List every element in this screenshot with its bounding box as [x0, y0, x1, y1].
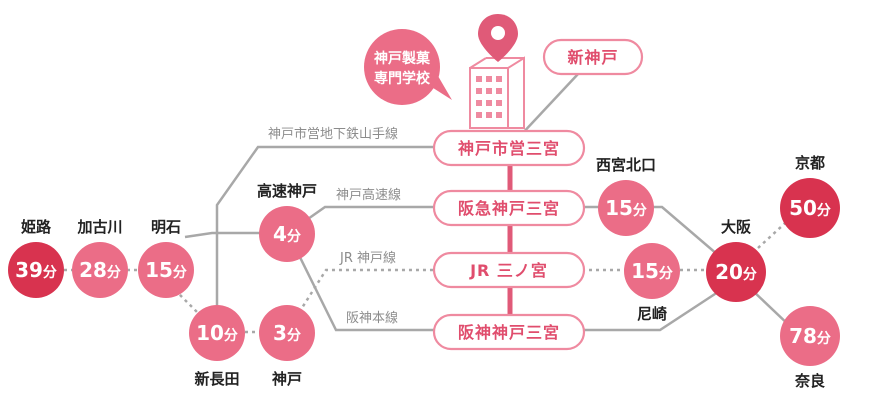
travel-time-unit: 分	[287, 229, 301, 245]
place-name: 姫路	[21, 218, 52, 236]
travel-time-unit: 分	[173, 265, 187, 281]
destination-himeji: 39分 姫路	[8, 218, 64, 298]
travel-time: 78分	[789, 324, 831, 348]
destination-circle	[259, 206, 315, 262]
destination-circle	[259, 305, 315, 361]
travel-time-unit: 分	[107, 265, 121, 281]
travel-time-unit: 分	[659, 266, 673, 282]
place-name: 新長田	[194, 370, 239, 388]
destination-circle	[138, 242, 194, 298]
travel-time-minutes: 10	[196, 321, 224, 345]
station-sannomiya-subway: 神戸市営三宮	[432, 129, 586, 167]
station-hanshin-sannomiya-label: 阪神神戸三宮	[458, 323, 560, 342]
travel-time-unit: 分	[743, 267, 757, 283]
station-sannomiya-subway-label: 神戸市営三宮	[458, 139, 560, 158]
school-marker: 神戸製菓 専門学校	[364, 14, 525, 129]
jr-line-label: JR 神戸線	[339, 250, 396, 266]
place-name: 奈良	[794, 372, 825, 390]
place-name: 神戸	[272, 370, 302, 388]
place-name: 高速神戸	[257, 182, 317, 200]
route-lines	[36, 73, 796, 334]
osaka-kyoto-line	[757, 213, 796, 249]
school-bubble	[364, 29, 440, 105]
travel-time: 15分	[145, 258, 187, 282]
travel-time: 3分	[273, 321, 301, 345]
travel-time: 39分	[15, 258, 57, 282]
travel-time-minutes: 4	[273, 222, 287, 246]
destination-nishinomiya-kitaguchi: 15分 西宮北口	[596, 156, 656, 236]
destination-akashi: 15分 明石	[138, 218, 194, 298]
subway-line-label: 神戸市営地下鉄山手線	[268, 126, 398, 142]
destination-circle	[189, 305, 245, 361]
travel-time: 50分	[789, 196, 831, 220]
station-hankyu-sannomiya-label: 阪急神戸三宮	[458, 199, 560, 218]
station-jr-sannomiya-label: JR 三ノ宮	[469, 261, 548, 280]
travel-time-minutes: 3	[273, 321, 287, 345]
destination-circle	[598, 180, 654, 236]
travel-time-minutes: 78	[789, 324, 817, 348]
travel-time-minutes: 15	[145, 258, 173, 282]
travel-time-unit: 分	[43, 265, 57, 281]
school-name-line1: 神戸製菓	[374, 50, 431, 67]
station-shin-kobe: 新神戸	[542, 38, 644, 76]
place-name: 明石	[151, 218, 181, 236]
place-name: 加古川	[76, 218, 122, 236]
station-shin-kobe-label: 新神戸	[567, 48, 618, 67]
station-hanshin-sannomiya: 阪神神戸三宮	[432, 313, 586, 351]
travel-time: 15分	[631, 259, 673, 283]
travel-time: 15分	[605, 196, 647, 220]
building-icon	[469, 56, 525, 129]
destination-kosoku-kobe: 4分 高速神戸	[257, 182, 317, 262]
hankyu-line-label: 神戸高速線	[336, 187, 401, 203]
travel-time-minutes: 15	[631, 259, 659, 283]
destination-circle	[8, 242, 64, 298]
travel-time: 20分	[715, 260, 757, 284]
destination-kakogawa: 28分 加古川	[72, 218, 128, 298]
destination-circle	[780, 306, 840, 366]
travel-time-minutes: 39	[15, 258, 43, 282]
travel-time-minutes: 15	[605, 196, 633, 220]
school-name-line2: 専門学校	[374, 70, 431, 87]
travel-time-unit: 分	[817, 203, 831, 219]
travel-time-unit: 分	[817, 331, 831, 347]
travel-time-minutes: 28	[79, 258, 107, 282]
travel-time-minutes: 20	[715, 260, 743, 284]
hanshin-east-line	[582, 290, 719, 332]
travel-time-unit: 分	[224, 328, 238, 344]
subway-line	[215, 145, 436, 330]
travel-time: 10分	[196, 321, 238, 345]
destination-circle	[624, 243, 680, 299]
travel-time: 4分	[273, 222, 301, 246]
place-name: 尼崎	[637, 305, 667, 323]
station-jr-sannomiya: JR 三ノ宮	[432, 251, 586, 289]
destination-osaka: 20分 大阪	[706, 218, 766, 302]
travel-time-unit: 分	[287, 328, 301, 344]
place-name: 大阪	[721, 218, 752, 236]
travel-time-minutes: 50	[789, 196, 817, 220]
station-hankyu-sannomiya: 阪急神戸三宮	[432, 189, 586, 227]
travel-time: 28分	[79, 258, 121, 282]
school-bubble-tail	[430, 76, 452, 100]
place-name: 西宮北口	[596, 156, 656, 174]
destination-circle	[72, 242, 128, 298]
place-name: 京都	[795, 154, 825, 172]
hanshin-line-label: 阪神本線	[346, 310, 398, 326]
hanshin-line	[286, 232, 436, 332]
travel-time-unit: 分	[633, 203, 647, 219]
destination-circle	[706, 242, 766, 302]
destination-kyoto: 50分 京都	[780, 154, 840, 238]
destination-circle	[780, 178, 840, 238]
map-pin-icon	[478, 14, 518, 62]
shin-kobe-line	[519, 73, 579, 137]
